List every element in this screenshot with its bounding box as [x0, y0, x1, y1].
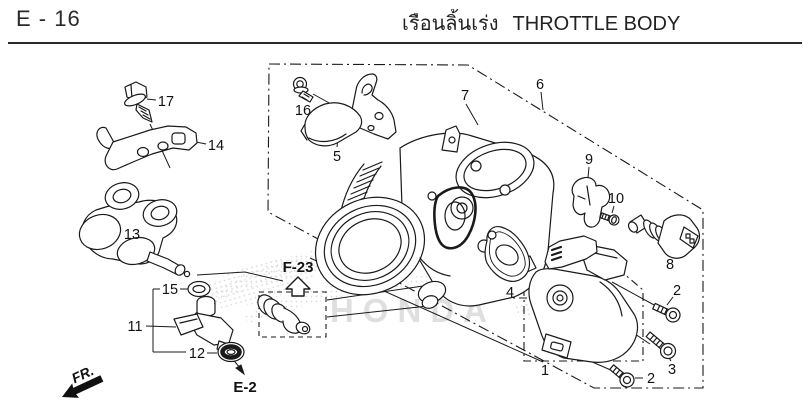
callout-6[interactable]: 6 — [536, 77, 544, 93]
leader-16 — [312, 93, 332, 105]
page-title: เรือนลิ้นเร่ง THROTTLE BODY — [402, 7, 680, 39]
part-gasket-4 — [484, 226, 531, 282]
callout-8[interactable]: 8 — [666, 257, 674, 273]
part-hose-joint-f23 — [257, 294, 311, 335]
ref-e2[interactable]: E-2 — [233, 379, 256, 396]
part-screw-10 — [599, 212, 620, 226]
part-screw-16 — [292, 76, 314, 103]
leader-14 — [195, 141, 207, 145]
part-seal-ring-12 — [217, 341, 245, 363]
callout-7[interactable]: 7 — [461, 88, 469, 104]
e2-arrowhead — [235, 364, 245, 376]
callout-13[interactable]: 13 — [124, 227, 140, 243]
callout-10[interactable]: 10 — [608, 191, 624, 207]
callout-14[interactable]: 14 — [208, 138, 224, 154]
callout-3[interactable]: 3 — [668, 362, 676, 378]
fr-direction-arrow: FR. — [62, 362, 104, 398]
page-title-en: THROTTLE BODY — [512, 13, 681, 35]
part-screw-2b — [609, 364, 635, 388]
callout-2a[interactable]: 2 — [673, 283, 681, 299]
callout-12[interactable]: 12 — [189, 346, 205, 362]
callout-11[interactable]: 11 — [127, 319, 142, 335]
leader-9 — [587, 166, 590, 179]
leader-11 — [145, 325, 177, 328]
callout-1[interactable]: 1 — [541, 363, 549, 379]
part-screw-3 — [645, 331, 677, 360]
callout-17[interactable]: 17 — [158, 94, 174, 110]
callout-4[interactable]: 4 — [506, 285, 514, 301]
callout-15[interactable]: 15 — [162, 282, 178, 298]
part-stay-bracket-14 — [96, 125, 198, 171]
page-title-thai: เรือนลิ้นเร่ง — [402, 13, 499, 35]
leader-17 — [146, 98, 157, 101]
leader-7 — [465, 103, 479, 126]
assembly-outline-6 — [267, 63, 704, 389]
part-throttle-body-7 — [314, 125, 555, 309]
leader-10 — [611, 205, 615, 214]
screw2a-axis — [611, 281, 657, 307]
part-bracket-5 — [300, 73, 397, 147]
leader-2a — [666, 296, 674, 306]
f23-detail-box — [258, 291, 327, 338]
callout-2b[interactable]: 2 — [647, 371, 655, 387]
part-sensor-unit-1 — [528, 235, 639, 363]
part-fuel-joint-13 — [78, 182, 191, 278]
leader-6 — [540, 91, 544, 111]
callout-16[interactable]: 16 — [295, 103, 311, 119]
header-divider — [8, 42, 802, 44]
part-screw-2a — [652, 302, 681, 323]
pipe-to-f23-line — [196, 271, 284, 282]
callout-5[interactable]: 5 — [333, 149, 341, 165]
page-code: E - 16 — [16, 6, 81, 31]
ref-f23[interactable]: F-23 — [283, 259, 314, 276]
part-oring-15 — [187, 280, 211, 298]
part-stay-clamp-9 — [571, 176, 611, 228]
part-flange-bolt-17 — [124, 81, 153, 123]
part-sensor-8 — [627, 214, 701, 259]
callout-9[interactable]: 9 — [585, 152, 593, 168]
f23-arrow-icon — [285, 276, 311, 297]
